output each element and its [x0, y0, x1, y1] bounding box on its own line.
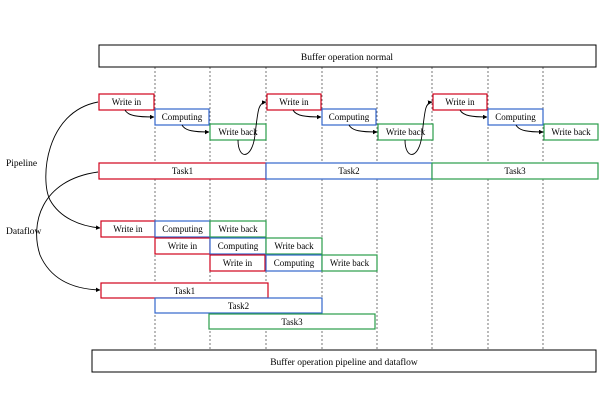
write-in-label: Write in [113, 224, 143, 234]
pipeline-row-3: Write in Computing Write back [209, 254, 378, 272]
pipeline-connector-arrow [45, 101, 101, 230]
normal-cycle-1: Write in Computing Write back [98, 93, 267, 141]
banner-bottom: Buffer operation pipeline and dataflow [91, 349, 597, 373]
left-connectors [36, 101, 101, 293]
write-in-label: Write in [112, 97, 142, 107]
computing-label: Computing [162, 224, 203, 234]
flow-arrow [237, 100, 267, 155]
write-in-box [98, 93, 155, 111]
computing-label: Computing [495, 112, 536, 122]
flow-arrow [181, 124, 210, 135]
write-back-box [377, 123, 434, 141]
banner-top-text: Buffer operation normal [301, 52, 394, 63]
pipeline-row-1: Write in Computing Write back [100, 220, 267, 238]
flow-arrow [515, 124, 544, 135]
task-bar [154, 297, 323, 314]
write-back-box [321, 254, 378, 272]
task-label: Task3 [504, 166, 526, 176]
normal-task-bars: Task1 Task2 Task3 [98, 162, 599, 180]
dataflow-side-label: Dataflow [6, 226, 41, 237]
dataflow-connector-arrow [36, 171, 101, 293]
write-in-label: Write in [445, 97, 475, 107]
computing-box [487, 108, 544, 126]
normal-cycle-2: Write in Computing Write back [266, 93, 434, 141]
write-back-box [265, 237, 323, 255]
task-label: Task3 [281, 317, 303, 327]
write-back-label: Write back [386, 127, 426, 137]
computing-label: Computing [274, 258, 315, 268]
task-bar [208, 313, 376, 330]
write-back-label: Write back [551, 127, 591, 137]
computing-label: Computing [218, 241, 259, 251]
flow-arrow [292, 109, 322, 120]
write-in-label: Write in [279, 97, 309, 107]
write-back-box [543, 123, 599, 141]
flow-arrow [124, 109, 155, 120]
pipeline-row-2: Write in Computing Write back [154, 237, 323, 255]
write-back-label: Write back [330, 258, 370, 268]
write-in-label: Write in [223, 258, 253, 268]
banner-bottom-text: Buffer operation pipeline and dataflow [270, 357, 418, 368]
flow-arrow [459, 109, 488, 120]
banner-top: Buffer operation normal [98, 44, 597, 68]
time-grid [154, 67, 544, 349]
task-label: Task1 [172, 166, 193, 176]
pipeline-side-label: Pipeline [6, 159, 37, 169]
write-back-label: Write back [218, 224, 258, 234]
normal-flow-arrows [124, 100, 544, 155]
normal-cycle-3: Write in Computing Write back [432, 93, 599, 141]
computing-label: Computing [329, 112, 370, 122]
task-label: Task1 [174, 286, 195, 296]
write-back-label: Write back [218, 127, 258, 137]
flow-arrow [404, 100, 433, 155]
write-in-box [209, 254, 266, 272]
write-back-label: Write back [274, 241, 314, 251]
computing-label: Computing [162, 112, 203, 122]
flow-arrow [348, 124, 378, 135]
task-label: Task2 [338, 166, 359, 176]
write-back-box [209, 220, 267, 238]
write-in-label: Write in [168, 241, 198, 251]
task-label: Task2 [228, 301, 249, 311]
write-in-box [266, 93, 322, 111]
pipeline-task-bars: Task1 Task2 Task3 [100, 282, 376, 330]
task-bar [431, 162, 599, 180]
